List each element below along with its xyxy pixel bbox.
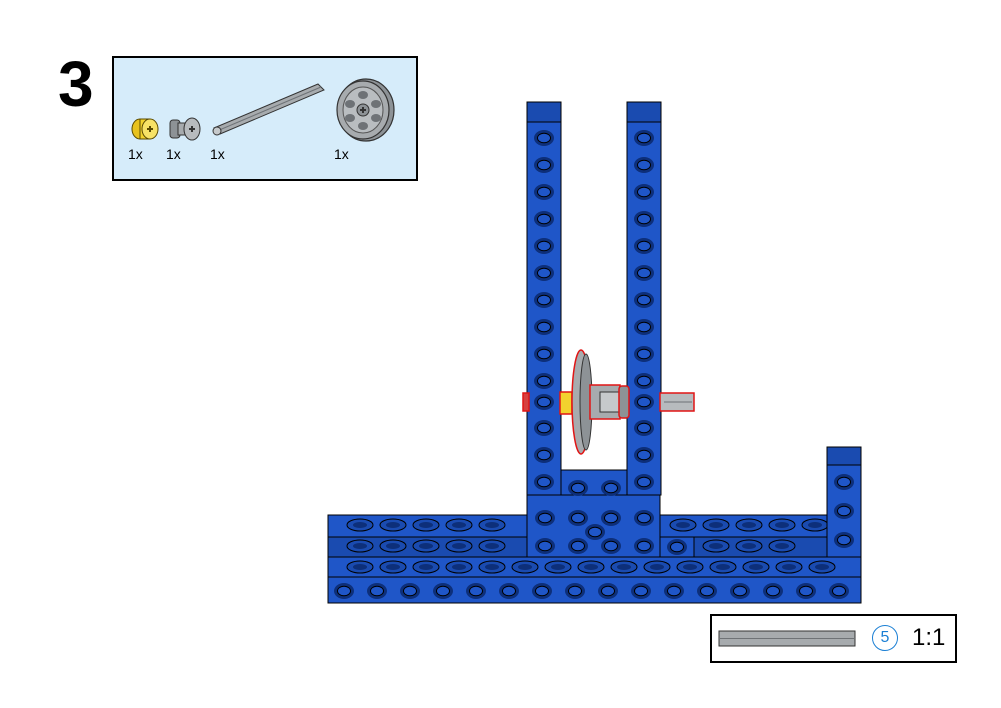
pulley-wheel-icon (336, 78, 395, 142)
qty-label: 1x (334, 146, 349, 162)
axle-length-badge: 5 (872, 625, 898, 651)
scale-ratio: 1:1 (912, 624, 946, 651)
yellow-bush-icon (131, 118, 159, 140)
axle-scale-callout: 5 1:1 (710, 614, 957, 663)
gray-bush-icon (169, 117, 201, 141)
axle-icon (212, 83, 325, 136)
parts-list-panel: 1x 1x 1x 1x (112, 56, 418, 181)
qty-label: 1x (210, 146, 225, 162)
qty-label: 1x (166, 146, 181, 162)
qty-label: 1x (128, 146, 143, 162)
step-number: 3 (58, 48, 94, 120)
axle-length-icon (718, 630, 856, 647)
